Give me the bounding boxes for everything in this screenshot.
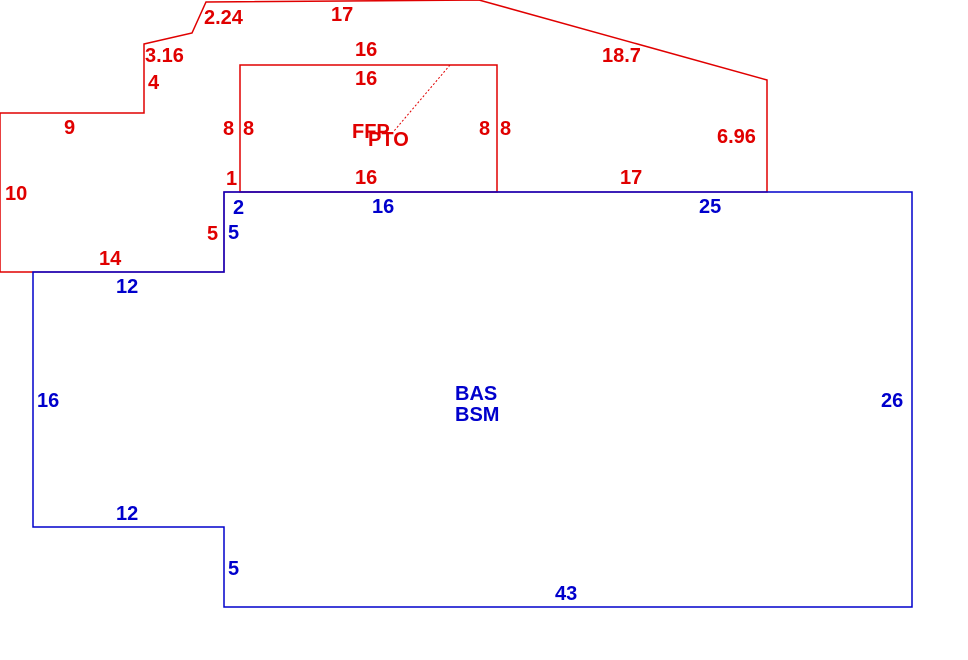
dim-label: 16	[355, 39, 377, 61]
dim-label: 8	[500, 118, 511, 140]
dim-label: 16	[372, 196, 394, 218]
dim-label: 10	[5, 183, 27, 205]
dim-label: 8	[223, 118, 234, 140]
dim-label: 18.7	[602, 45, 641, 67]
lower-area-outline	[32, 191, 913, 608]
dim-label: 5	[228, 222, 239, 244]
dim-label: 5	[207, 223, 218, 245]
dim-label: 26	[881, 390, 903, 412]
dim-label: 14	[99, 248, 122, 270]
dotted-diagonal	[393, 64, 451, 132]
dim-label: 3.16	[145, 45, 184, 67]
upper-area-label-ffp: FFP	[352, 121, 390, 143]
dim-label: 8	[479, 118, 490, 140]
dim-label: 12	[116, 276, 138, 298]
dim-label: 6.96	[717, 126, 756, 148]
lower-area-label-bsm: BSM	[455, 404, 499, 426]
dim-label: 1	[226, 168, 237, 190]
dim-label: 43	[555, 583, 577, 605]
dim-label: 2.24	[204, 7, 244, 29]
dim-label: 8	[243, 118, 254, 140]
dim-label: 17	[620, 167, 642, 189]
dim-label: 9	[64, 117, 75, 139]
dim-label: 2	[233, 197, 244, 219]
dim-label: 25	[699, 196, 721, 218]
dim-label: 4	[148, 72, 160, 94]
dim-label: 16	[37, 390, 59, 412]
dim-label: 5	[228, 558, 239, 580]
lower-area-label-bas: BAS	[455, 383, 497, 405]
dim-label: 16	[355, 167, 377, 189]
dim-label: 16	[355, 68, 377, 90]
dim-label: 17	[331, 4, 353, 26]
dim-label: 12	[116, 503, 138, 525]
upper-area-label-pto: PTO	[368, 129, 409, 151]
